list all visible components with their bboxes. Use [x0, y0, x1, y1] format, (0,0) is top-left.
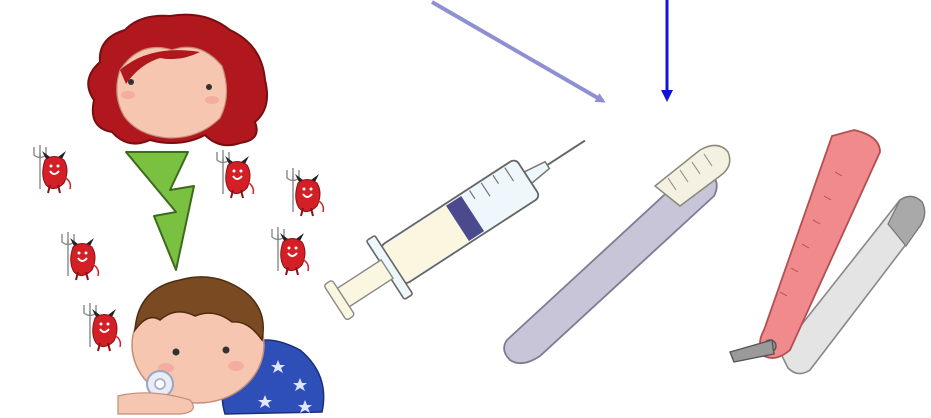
- crawling-baby-icon: [118, 277, 324, 414]
- mother-face-icon: [88, 15, 267, 146]
- razor-icon: [730, 130, 925, 374]
- red-devil-icon: [34, 145, 70, 193]
- green-lightning-arrow-icon: [126, 152, 194, 270]
- red-devil-icon: [287, 168, 323, 216]
- red-devil-icon: [272, 227, 308, 275]
- arrow-diagonal: [432, 2, 603, 101]
- red-devil-icon: [84, 303, 120, 351]
- red-devil-icon: [217, 150, 253, 198]
- red-devil-icon: [62, 232, 98, 280]
